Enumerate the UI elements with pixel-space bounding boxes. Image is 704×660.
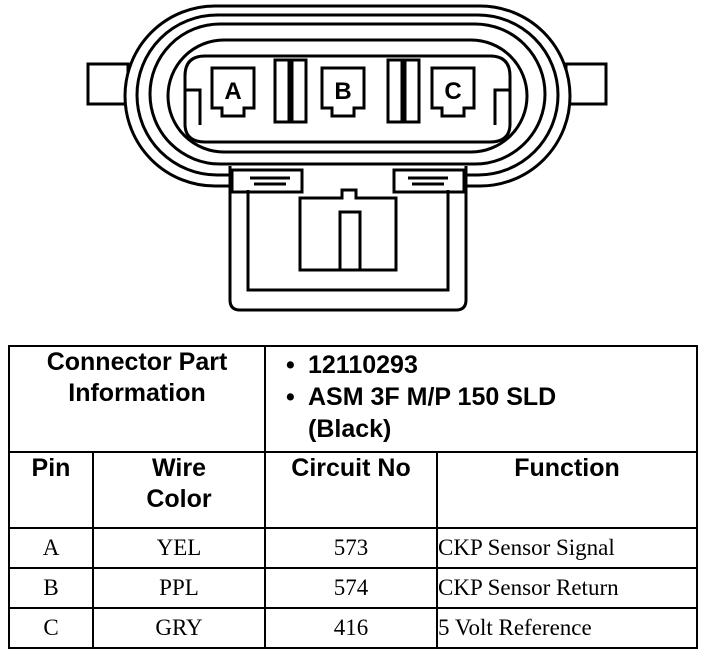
header-pin: Pin (8, 451, 94, 529)
bullet: • (286, 383, 295, 411)
table-row: B PPL 574 CKP Sensor Return (8, 567, 698, 609)
cell-wire-color: YEL (92, 527, 266, 569)
table-row: C GRY 416 5 Volt Reference (8, 607, 698, 649)
connector-part-info-label: Connector Part Information (8, 345, 266, 453)
part-color: (Black) (308, 415, 392, 443)
terminal-b (320, 66, 366, 118)
pin-label-c: C (444, 78, 461, 105)
cell-pin: C (8, 607, 94, 649)
part-number: 12110293 (308, 351, 418, 379)
separator-1 (273, 58, 291, 124)
connector-part-info-value: • 12110293 • ASM 3F M/P 150 SLD (Black) (264, 345, 698, 453)
part-description: ASM 3F M/P 150 SLD (308, 383, 557, 411)
part-desc-item: • ASM 3F M/P 150 SLD (286, 381, 696, 413)
connector-cavity (183, 54, 512, 144)
pin-label-a: A (224, 78, 241, 105)
cell-wire-color: PPL (92, 567, 266, 609)
left-tab (86, 62, 130, 106)
pin-label-b: B (334, 78, 351, 105)
cell-pin: A (8, 527, 94, 569)
cell-pin: B (8, 567, 94, 609)
cell-circuit: 573 (264, 527, 438, 569)
separator-2 (386, 58, 404, 124)
bullet: • (286, 351, 295, 379)
terminal-c (430, 66, 476, 118)
terminal-a (210, 66, 256, 118)
info-label-line1: Connector Part (46, 348, 228, 376)
info-row: Connector Part Information • 12110293 • AS… (8, 345, 698, 453)
cell-circuit: 416 (264, 607, 438, 649)
table-row: A YEL 573 CKP Sensor Signal (8, 527, 698, 569)
header-circuit-no: Circuit No (264, 451, 438, 529)
connector-diagram: A B C (86, 4, 608, 312)
part-number-item: • 12110293 (286, 349, 696, 381)
cell-circuit: 574 (264, 567, 438, 609)
cell-function: CKP Sensor Signal (436, 527, 698, 569)
connector-pin-table: Connector Part Information • 12110293 • AS… (8, 345, 698, 649)
info-label-line2: Information (68, 379, 206, 407)
cell-function: CKP Sensor Return (436, 567, 698, 609)
header-function: Function (436, 451, 698, 529)
part-info-list: • 12110293 • ASM 3F M/P 150 SLD (Black) (266, 347, 696, 445)
lower-housing (228, 166, 468, 312)
right-tab (564, 62, 608, 106)
cell-function: 5 Volt Reference (436, 607, 698, 649)
cell-wire-color: GRY (92, 607, 266, 649)
left-latch (230, 168, 304, 194)
part-color-item: (Black) (308, 413, 696, 445)
right-latch (392, 168, 466, 194)
